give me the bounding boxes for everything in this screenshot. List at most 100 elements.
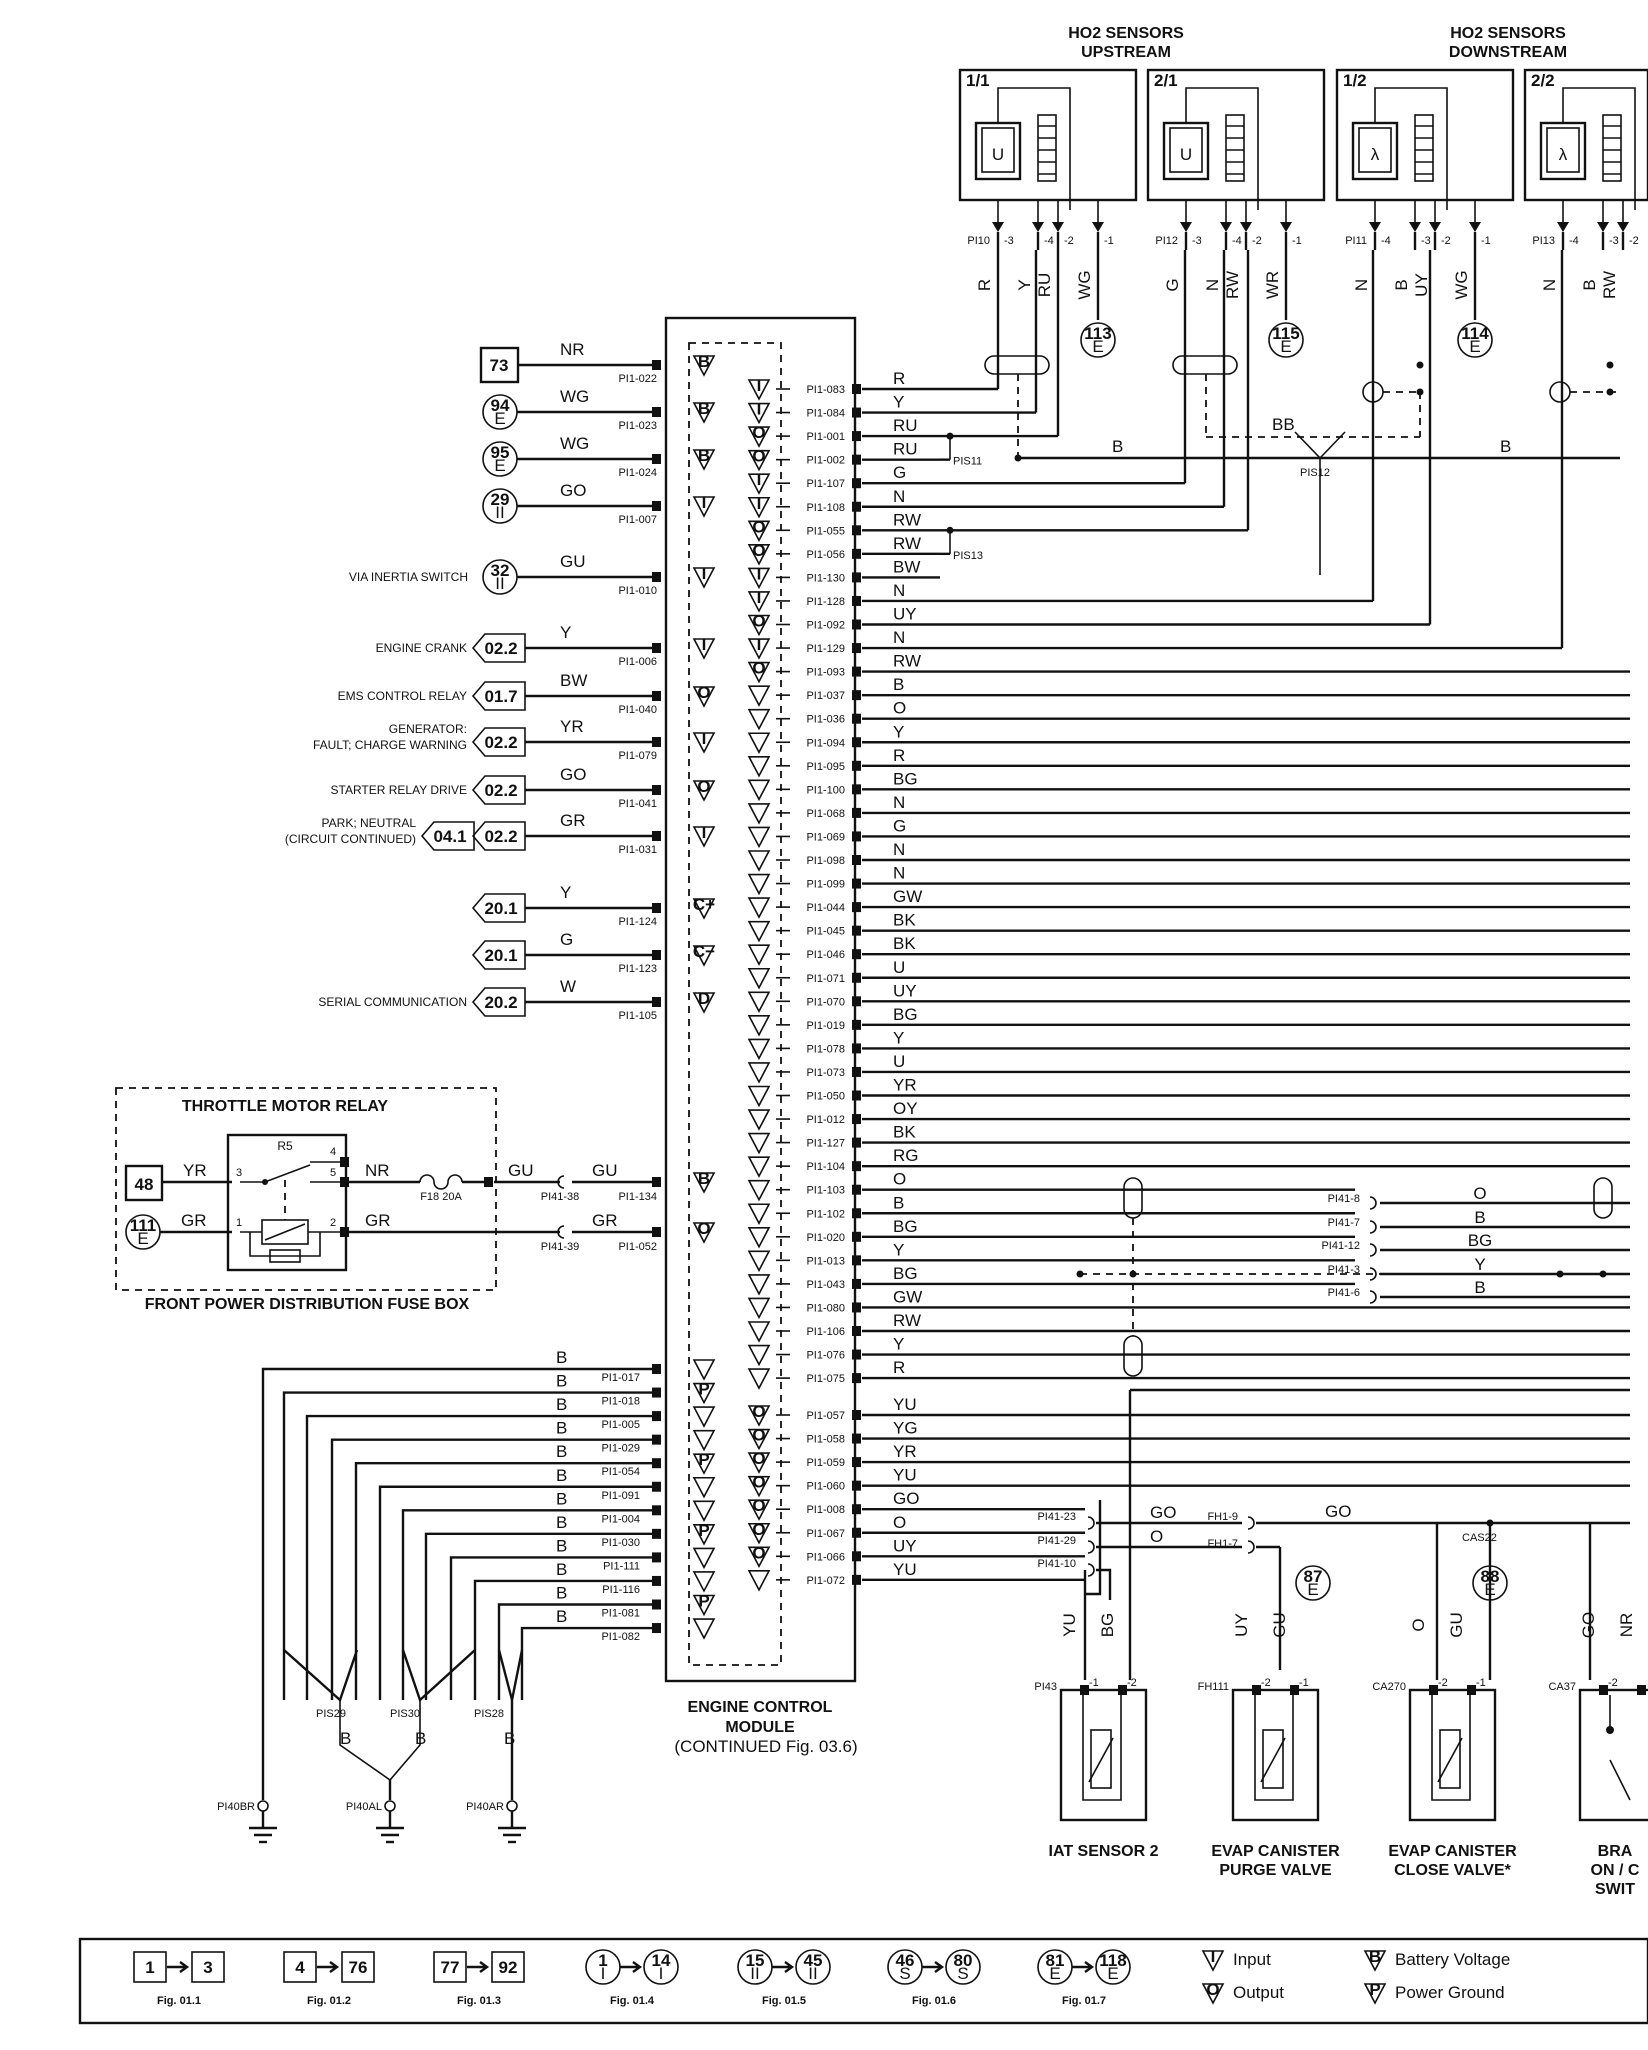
sensor-pin <box>1220 222 1232 232</box>
ecm-pin-id: PI1-019 <box>806 1020 845 1032</box>
wire-color: BW <box>893 557 920 576</box>
reference-sub: E <box>1484 1580 1495 1599</box>
legend-square <box>433 1951 467 1983</box>
sensor-box <box>1146 68 1326 202</box>
wire-color: O <box>1150 1527 1163 1546</box>
wire-color: YU <box>893 1466 917 1485</box>
ecm-pin <box>852 1457 861 1468</box>
signal-symbol-letter: O <box>697 683 710 702</box>
ecm-pin-id: PI1-013 <box>806 1255 845 1267</box>
ecm-pin <box>852 1433 861 1444</box>
reference-sub: E <box>494 456 505 475</box>
splice-pis28-label: PIS28 <box>474 1708 504 1720</box>
signal-symbol <box>747 873 771 896</box>
signal-symbol <box>692 826 716 848</box>
sensor-pin <box>1469 222 1481 232</box>
wire-color: N <box>893 864 905 883</box>
signal-symbol-letter: B <box>698 352 710 371</box>
ecm-pin <box>652 360 661 370</box>
ecm-pin <box>652 997 661 1007</box>
wire-color: WG <box>560 434 589 453</box>
ecm-pin <box>652 737 661 747</box>
wire-color: BK <box>893 1123 916 1142</box>
wire-color: B <box>556 1372 567 1391</box>
wire-color: R <box>893 746 905 765</box>
circuit-description: ENGINE CRANK <box>376 641 467 655</box>
signal-symbol-letter: O <box>752 517 765 536</box>
sensor-wire-color: N <box>1540 279 1559 291</box>
sensor-glyph: λ <box>1559 145 1568 164</box>
ecm-pin-id: PI1-108 <box>806 502 845 514</box>
signal-symbol <box>747 1428 771 1451</box>
ecm-pin <box>852 1551 861 1562</box>
sensor-glyph: U <box>992 145 1004 164</box>
ecm-pin-id: PI1-002 <box>806 455 845 467</box>
signal-symbol <box>692 1406 716 1428</box>
sensor-label: 1/1 <box>966 71 990 90</box>
wire-color: UY <box>893 1536 917 1555</box>
signal-symbol-letter: O <box>697 1219 710 1238</box>
sensor-wire-color: RU <box>1035 273 1054 298</box>
sensor-pin-number: -3 <box>1421 235 1431 247</box>
wire-color: GO <box>893 1489 919 1508</box>
sensor-pin <box>1180 222 1192 232</box>
circuit-description: SERIAL COMMUNICATION <box>318 995 467 1009</box>
wire-color: Y <box>893 1028 904 1047</box>
ecm-inner-dashed <box>688 342 782 1666</box>
wire-color: Y <box>893 722 904 741</box>
signal-symbol-letter: I <box>1211 1947 1216 1966</box>
component-name: EVAP CANISTER <box>1211 1843 1340 1860</box>
component-pin <box>1290 1685 1299 1695</box>
ecm-title-2: MODULE <box>725 1719 795 1736</box>
legend-fig: Fig. 01.3 <box>457 1995 501 2007</box>
component-pin <box>1599 1685 1608 1695</box>
wire-color: NR <box>365 1161 390 1180</box>
sensor-pin-number: -2 <box>1252 235 1262 247</box>
component-pin-number: -2 <box>1438 1677 1448 1689</box>
reference-sub: II <box>495 503 504 522</box>
signal-symbol <box>747 1203 771 1225</box>
ground-wire <box>424 1532 652 1700</box>
wire-color: N <box>893 487 905 506</box>
component-pin <box>1252 1685 1261 1695</box>
component-wire-color: O <box>1409 1618 1428 1631</box>
sensor-pin-number: -1 <box>1104 235 1114 247</box>
ecm-pin <box>652 1623 661 1634</box>
signal-symbol <box>747 708 771 731</box>
ecm-pin-id: PI1-091 <box>601 1490 640 1502</box>
ecm-pin-id: PI1-081 <box>601 1608 640 1620</box>
pi41-connector <box>557 1225 565 1239</box>
ecm-pin-id: PI1-075 <box>806 1373 845 1385</box>
legend-fig: Fig. 01.4 <box>610 1995 655 2007</box>
signal-symbol-letter: O <box>752 1473 765 1492</box>
signal-symbol <box>747 567 771 590</box>
ecm-pin <box>652 1364 661 1374</box>
ecm-pin-id: PI1-031 <box>618 844 657 856</box>
junction-dot <box>262 1179 268 1185</box>
reference-sub: I <box>601 1964 606 1983</box>
ecm-pin-id: PI1-029 <box>601 1443 640 1455</box>
signal-symbol-letter: O <box>1206 1980 1219 1999</box>
ecm-pin <box>852 831 861 842</box>
ground-wire <box>520 1626 652 1700</box>
signal-symbol-letter: O <box>752 423 765 442</box>
signal-symbol <box>692 1571 716 1593</box>
signal-symbol <box>692 638 716 660</box>
ecm-pin-id: PI1-012 <box>806 1114 845 1126</box>
relay-resistor <box>269 1249 301 1263</box>
legend-arrow <box>467 1961 490 1973</box>
ecm-pin-id: PI1-069 <box>806 831 845 843</box>
signal-symbol <box>692 1359 716 1381</box>
legend-from: 4 <box>295 1958 305 1977</box>
signal-symbol <box>747 614 771 637</box>
sensor-pin <box>992 222 1004 232</box>
ecm-pin-id: PI1-058 <box>806 1434 845 1446</box>
wire-color: OY <box>893 1099 918 1118</box>
ecm-pin <box>852 949 861 960</box>
connector-pin-id: PI41-23 <box>1037 1511 1076 1523</box>
pi41-wire-color: O <box>1473 1184 1486 1203</box>
relay-contact <box>240 1161 340 1183</box>
signal-symbol-letter: O <box>752 1426 765 1445</box>
junction-dot <box>1416 361 1424 369</box>
